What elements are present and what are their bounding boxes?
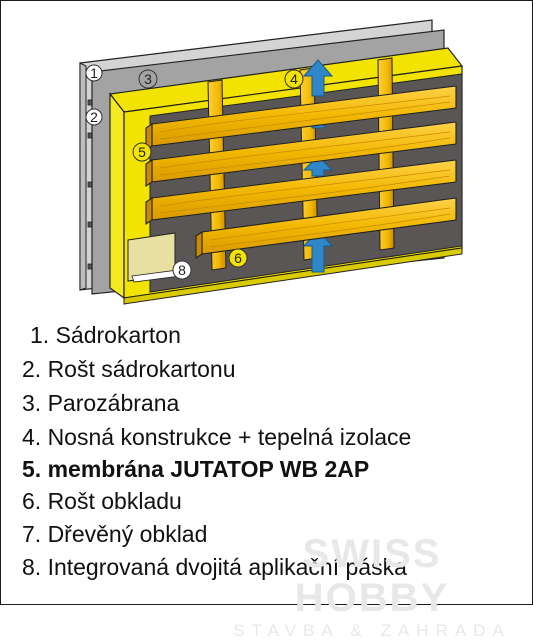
callout-6: 6 (228, 248, 248, 268)
svg-text:6: 6 (234, 250, 242, 266)
legend-item-7: 7. Dřevěný obklad (22, 521, 208, 547)
svg-text:8: 8 (178, 262, 186, 278)
callout-3: 3 (138, 69, 158, 89)
legend-item-1: 1. Sádrokarton (30, 322, 181, 348)
callout-8: 8 (172, 260, 192, 280)
watermark-line-2: STAVBA & ZAHRADA (233, 621, 511, 640)
callout-2: 2 (85, 108, 103, 126)
svg-text:1: 1 (90, 65, 98, 81)
insulation-left-face (109, 92, 125, 300)
legend-item-5: 5. membrána JUTATOP WB 2AP (22, 456, 370, 482)
callout-4: 4 (284, 69, 304, 89)
svg-text:5: 5 (138, 144, 146, 160)
callout-1: 1 (85, 64, 103, 82)
callout-5: 5 (132, 142, 152, 162)
legend-item-8: 8. Integrovaná dvojitá aplikační páska (22, 554, 407, 580)
svg-text:2: 2 (90, 109, 98, 125)
legend-item-4: 4. Nosná konstrukce + tepelná izolace (22, 424, 412, 450)
wood-grain (159, 95, 451, 248)
legend-item-3: 3. Parozábrana (22, 390, 180, 416)
insulation-bottom-face (123, 247, 463, 305)
legend-item-2: 2. Rošt sádrokartonu (22, 356, 236, 382)
wall-cross-section-diagram: 1 2 3 4 5 6 8 (79, 19, 464, 305)
legend-item-6: 6. Rošt obkladu (22, 488, 182, 514)
drywall-edge (79, 62, 87, 291)
svg-text:4: 4 (290, 71, 298, 87)
svg-text:3: 3 (144, 71, 152, 87)
